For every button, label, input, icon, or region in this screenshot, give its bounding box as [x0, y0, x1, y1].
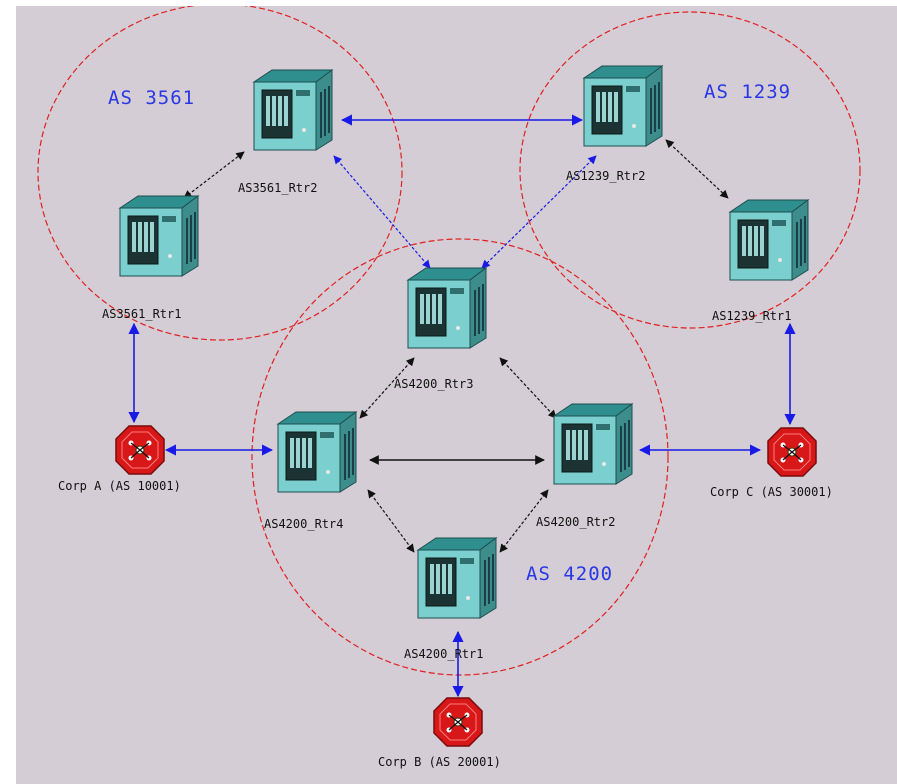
- router-server-icon: [277, 411, 357, 493]
- label-as4200-rtr3: AS4200_Rtr3: [394, 377, 473, 391]
- customer-corp-b[interactable]: [433, 697, 483, 747]
- router-as4200-rtr2[interactable]: [553, 403, 633, 485]
- as-label-3561: AS 3561: [108, 87, 195, 109]
- router-server-icon: [553, 403, 633, 485]
- router-server-icon: [417, 537, 497, 619]
- link-as4200-rtr2-rtr1: [499, 489, 549, 553]
- red-octagon-router-icon: [767, 427, 817, 477]
- as-label-1239: AS 1239: [704, 81, 791, 103]
- router-as1239-rtr1[interactable]: [729, 199, 809, 281]
- label-as4200-rtr1: AS4200_Rtr1: [404, 647, 483, 661]
- router-server-icon: [253, 69, 333, 151]
- label-as4200-rtr4: AS4200_Rtr4: [264, 517, 343, 531]
- router-server-icon: [583, 65, 663, 147]
- router-server-icon: [729, 199, 809, 281]
- router-as4200-rtr4[interactable]: [277, 411, 357, 493]
- label-as3561-rtr1: AS3561_Rtr1: [102, 307, 181, 321]
- link-as1239-rtr2-rtr1: [665, 139, 729, 199]
- label-as4200-rtr2: AS4200_Rtr2: [536, 515, 615, 529]
- label-corp-b: Corp B (AS 20001): [378, 755, 501, 769]
- link-as3561-rtr1-rtr2: [183, 151, 245, 199]
- link-as4200-rtr3-rtr4: [359, 357, 415, 419]
- red-octagon-router-icon: [433, 697, 483, 747]
- link-as4200-rtr4-rtr1: [367, 489, 415, 553]
- link-as3561-rtr2-as4200-rtr3: [333, 155, 431, 269]
- router-as4200-rtr3[interactable]: [407, 267, 487, 349]
- link-as1239-rtr2-as4200-rtr3: [481, 155, 597, 269]
- router-as3561-rtr1[interactable]: [119, 195, 199, 277]
- red-octagon-router-icon: [115, 425, 165, 475]
- customer-corp-a[interactable]: [115, 425, 165, 475]
- customer-corp-c[interactable]: [767, 427, 817, 477]
- link-as4200-rtr3-rtr2: [499, 357, 557, 419]
- network-diagram: AS3561_Rtr2 AS3561_Rtr1 AS1239_Rtr2 AS12…: [16, 6, 897, 784]
- label-corp-a: Corp A (AS 10001): [58, 479, 181, 493]
- router-as3561-rtr2[interactable]: [253, 69, 333, 151]
- router-as4200-rtr1[interactable]: [417, 537, 497, 619]
- label-as3561-rtr2: AS3561_Rtr2: [238, 181, 317, 195]
- topology-svg: AS3561_Rtr2 AS3561_Rtr1 AS1239_Rtr2 AS12…: [37, 6, 861, 769]
- router-server-icon: [407, 267, 487, 349]
- router-as1239-rtr2[interactable]: [583, 65, 663, 147]
- as-label-4200: AS 4200: [526, 563, 613, 585]
- label-corp-c: Corp C (AS 30001): [710, 485, 833, 499]
- router-server-icon: [119, 195, 199, 277]
- label-as1239-rtr1: AS1239_Rtr1: [712, 309, 791, 323]
- as3561-boundary-circle: [37, 6, 403, 341]
- label-as1239-rtr2: AS1239_Rtr2: [566, 169, 645, 183]
